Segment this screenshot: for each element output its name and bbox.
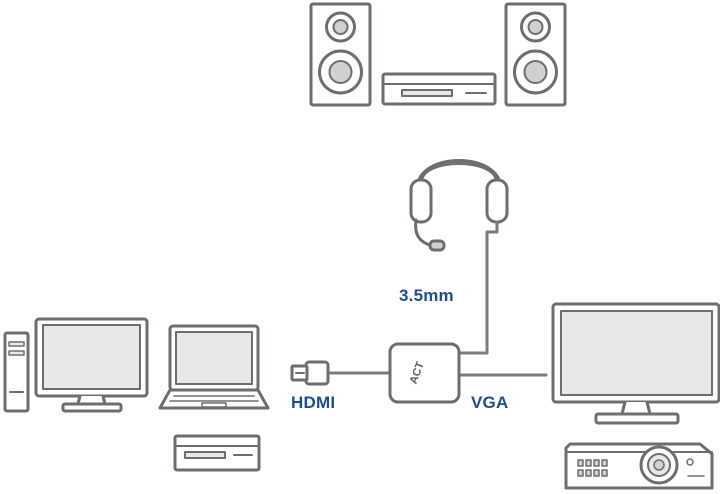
adapter-icon: ACT	[388, 342, 461, 404]
pc-monitor-icon	[34, 317, 149, 413]
hdmi-plug-icon	[290, 360, 330, 386]
left-speaker-icon	[309, 2, 372, 107]
audio-system-icon	[309, 2, 567, 107]
audio-cable	[456, 220, 499, 355]
laptop-icon	[158, 324, 270, 410]
right-speaker-icon	[504, 2, 567, 107]
vga-monitor-icon	[551, 302, 720, 425]
vga-label: VGA	[471, 393, 509, 412]
amplifier-icon	[381, 72, 497, 106]
audio-3-5mm-label: 3.5mm	[399, 286, 454, 305]
headset-icon	[409, 159, 509, 252]
desktop-computer-icon	[3, 317, 149, 413]
pc-tower-icon	[3, 331, 30, 413]
projector-icon	[564, 442, 714, 490]
media-player-icon	[173, 434, 261, 472]
hdmi-label: HDMI	[291, 393, 336, 412]
